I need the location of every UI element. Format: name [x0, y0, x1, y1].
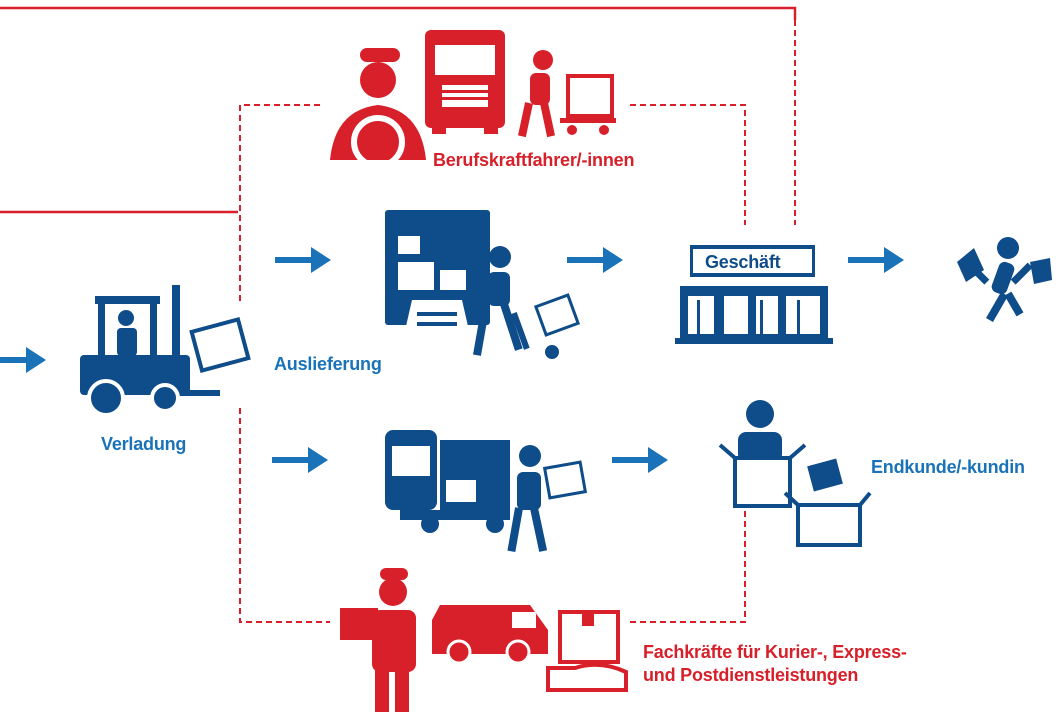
label-verladung: Verladung: [101, 434, 187, 454]
label-geschaeft: Geschäft: [705, 252, 781, 272]
label-kep-line2: und Postdienstleistungen: [643, 665, 859, 685]
red-van-icon: [432, 605, 548, 665]
truck-driver-icon: [330, 48, 426, 169]
delivery-truck-unloading-icon: [385, 210, 490, 335]
red-worker-with-cart-icon: [518, 50, 616, 138]
label-endkunde: Endkunde/-kundin: [871, 457, 1025, 477]
red-courier-icon: [340, 568, 416, 712]
arrow-to-customer: [848, 247, 904, 273]
arrow-to-van: [272, 447, 328, 473]
forklift-icon: [80, 285, 251, 417]
parcel-in-hand-icon: [546, 610, 628, 692]
worker-with-hand-truck-icon: [473, 246, 581, 359]
arrow-to-shop: [567, 247, 623, 273]
open-van-icon: [385, 430, 510, 533]
arrow-to-endkunde: [612, 447, 668, 473]
label-berufskraftfahrer: Berufskraftfahrer/-innen: [433, 150, 635, 170]
label-kep-line1: Fachkräfte für Kurier-, Express-: [643, 642, 907, 662]
red-dashed-connectors: [239, 20, 796, 623]
arrow-to-truck: [275, 247, 331, 273]
shop-icon: [675, 245, 833, 344]
courier-with-parcel-icon: [507, 445, 588, 553]
happy-customer-icon: [957, 237, 1052, 322]
red-route-lines: [0, 6, 797, 214]
label-auslieferung: Auslieferung: [274, 354, 382, 374]
arrow-left: [0, 347, 46, 373]
red-truck-icon: [425, 30, 505, 134]
customer-with-boxes-icon: [718, 400, 872, 547]
